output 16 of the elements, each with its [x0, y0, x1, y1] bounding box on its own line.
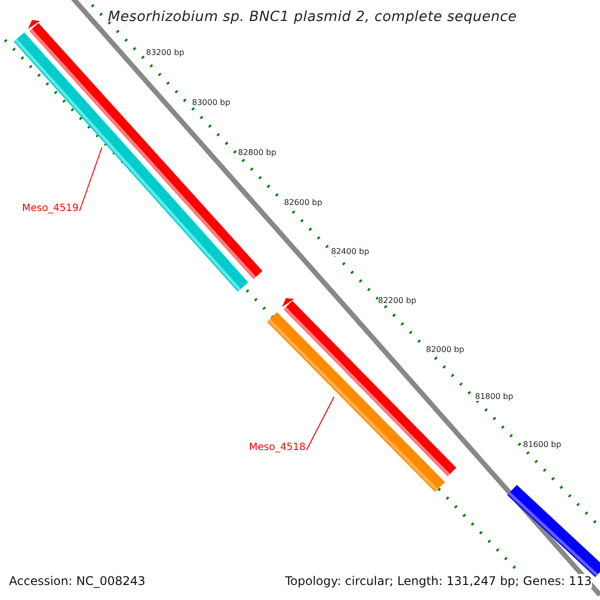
tick-label: 83000 bp — [192, 98, 230, 107]
tick-label: 82600 bp — [284, 198, 322, 207]
leader-line — [306, 396, 335, 450]
tick-label: 83200 bp — [146, 48, 184, 57]
tick-label: 82200 bp — [378, 296, 416, 305]
tick-label: 82400 bp — [331, 247, 370, 256]
tick-label: 82800 bp — [238, 148, 276, 157]
map-title: Mesorhizobium sp. BNC1 plasmid 2, complete sequence — [108, 9, 517, 25]
tick-label: 81600 bp — [523, 440, 562, 449]
leader-line — [79, 147, 102, 212]
gene-label: Meso_4518 — [249, 442, 306, 453]
tick-label: 81800 bp — [475, 392, 514, 401]
gene-bar — [507, 484, 600, 578]
tick-label: 82000 bp — [426, 345, 464, 354]
accession-text: Accession: NC_008243 — [9, 574, 146, 588]
topology-text: Topology: circular; Length: 131,247 bp; Genes: 113 — [285, 574, 592, 588]
